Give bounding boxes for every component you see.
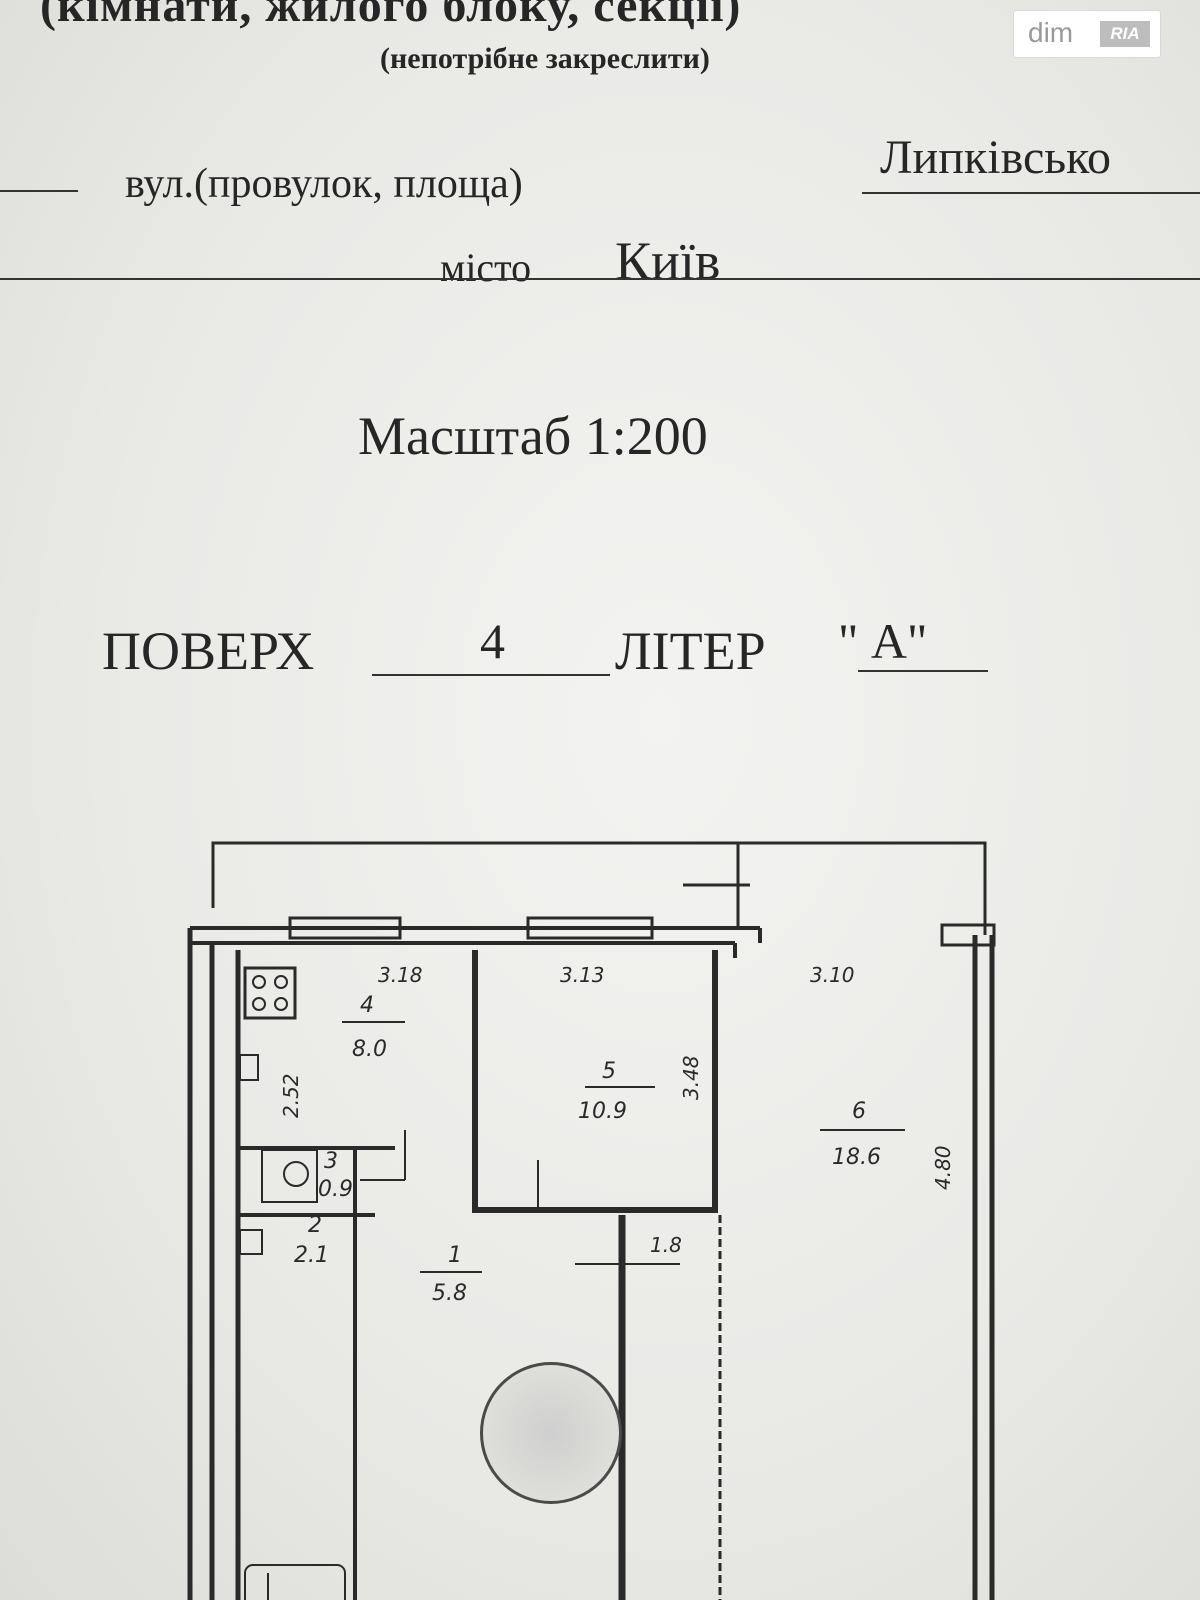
- closet-area: 1.8: [650, 1233, 682, 1257]
- liter-value: " А": [838, 613, 928, 669]
- dim-kitchen-depth: 2.52: [279, 1073, 303, 1118]
- dimria-watermark: dim RIA: [1013, 10, 1161, 58]
- room-5-number: 5: [602, 1059, 616, 1084]
- dim-room6-depth: 4.80: [931, 1145, 955, 1190]
- liter-label: ЛІТЕР: [615, 621, 766, 681]
- dim-room5-depth: 3.48: [679, 1055, 703, 1100]
- street-prefix-underline: [0, 190, 78, 192]
- dim-room6-width: 3.10: [810, 963, 855, 987]
- balcony-outline: [211, 841, 987, 935]
- street-underline: [862, 192, 1200, 194]
- bathtub-fixture: [244, 1564, 346, 1600]
- room-1-number: 1: [448, 1243, 462, 1268]
- watermark-badge: RIA: [1100, 21, 1150, 47]
- room-3-area: 0.9: [318, 1177, 353, 1202]
- room-3-number: 3: [324, 1149, 338, 1174]
- room-5-area: 10.9: [578, 1099, 627, 1124]
- washbasin-fixture: [239, 1229, 263, 1255]
- city-label: місто: [440, 245, 532, 290]
- scale-label: Масштаб 1:200: [358, 406, 708, 466]
- strike-out-note: (непотрібне закреслити): [380, 42, 710, 75]
- stove-fixture: [243, 966, 297, 1020]
- toilet-fixture: [261, 1149, 318, 1203]
- room-2-number: 2: [308, 1213, 322, 1238]
- dim-kitchen-width: 3.18: [378, 963, 423, 987]
- right-wall-window: [940, 923, 996, 947]
- room-4-number: 4: [360, 993, 374, 1018]
- city-value: Київ: [615, 231, 721, 291]
- dim-room5-width: 3.13: [560, 963, 605, 987]
- outer-wall-right: [972, 935, 995, 1600]
- watermark-brand: dim: [1028, 17, 1074, 48]
- liter-underline: [858, 670, 988, 672]
- wall-room5-corridor: [472, 950, 718, 1213]
- room-1-area: 5.8: [432, 1281, 467, 1306]
- street-value: Липківсько: [880, 131, 1112, 184]
- room-4-area: 8.0: [352, 1037, 387, 1062]
- sink-fixture: [239, 1054, 259, 1081]
- floor-value: 4: [480, 613, 505, 669]
- outer-wall-top: [190, 926, 762, 958]
- outer-wall-left: [187, 928, 215, 1600]
- room-6-number: 6: [852, 1099, 866, 1124]
- floor-underline: [372, 674, 610, 676]
- room-6-area: 18.6: [832, 1145, 881, 1170]
- premises-type-heading: (кімнати, жилого блоку, секції): [40, 0, 742, 32]
- blurred-stamp: [480, 1362, 622, 1504]
- street-label: вул.(провулок, площа): [125, 161, 523, 207]
- floor-label: ПОВЕРХ: [102, 621, 315, 681]
- room-2-area: 2.1: [294, 1243, 329, 1268]
- city-underline: [0, 278, 1200, 280]
